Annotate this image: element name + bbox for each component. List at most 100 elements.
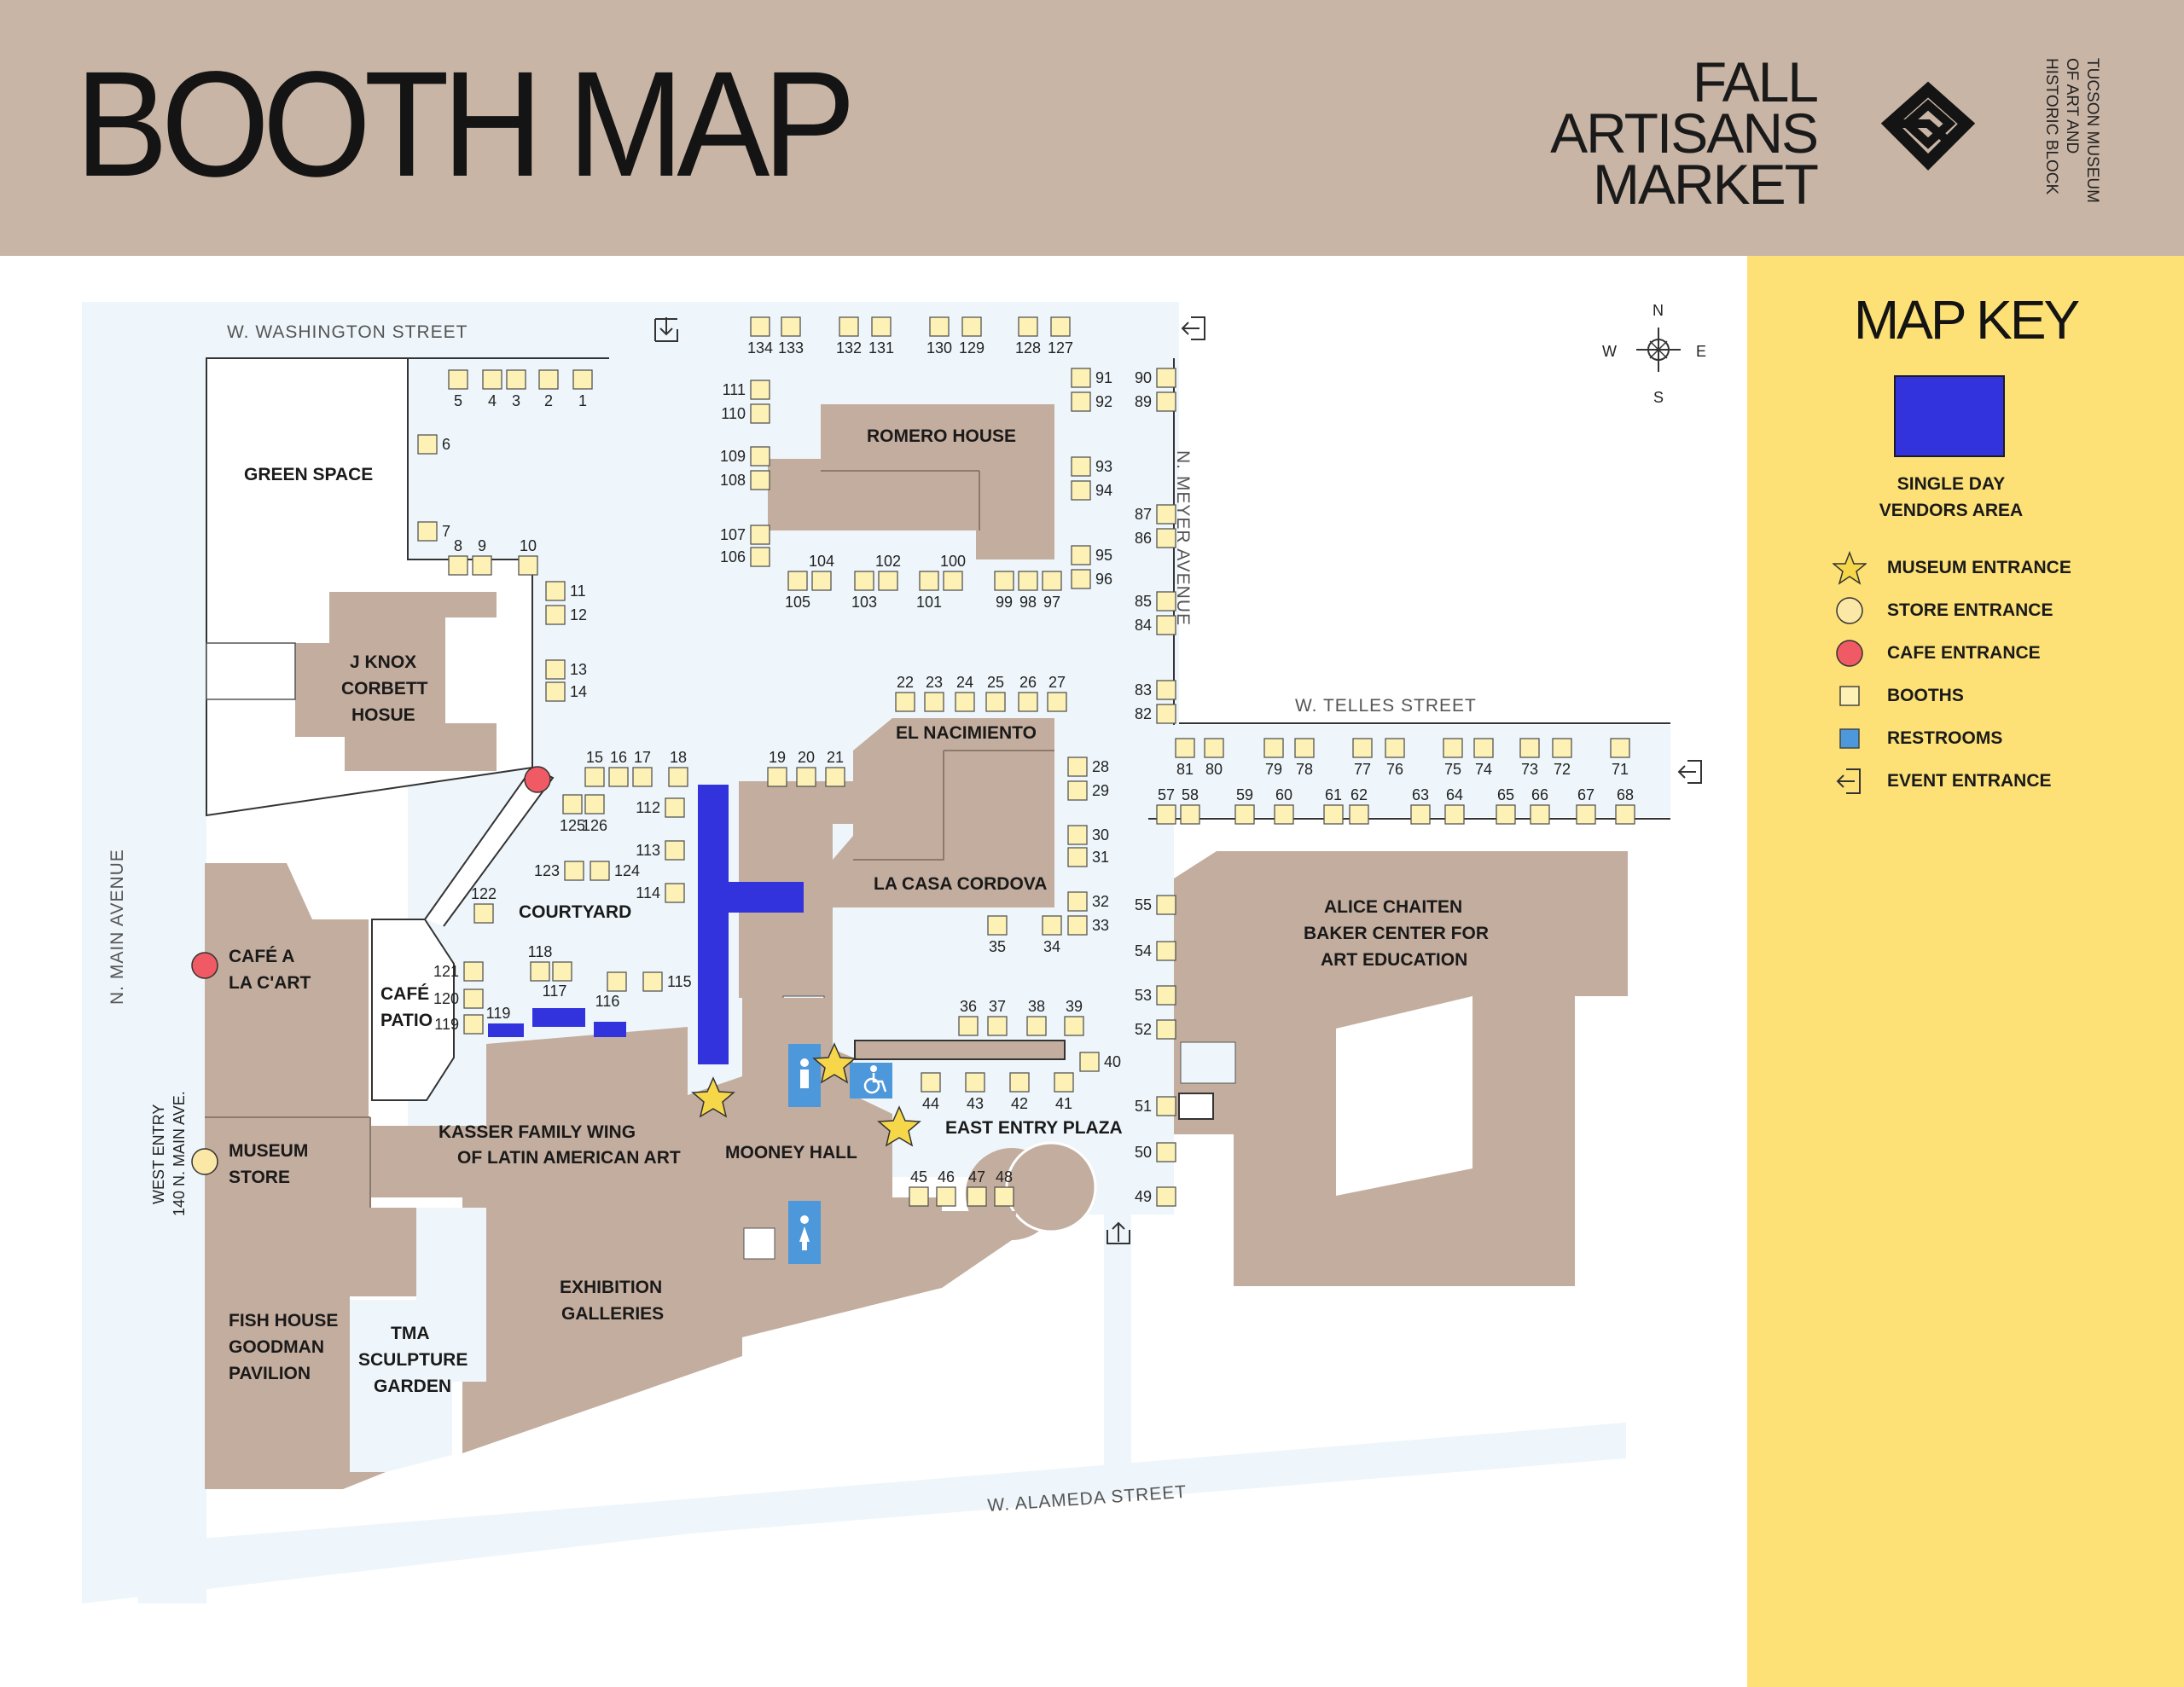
- booth[interactable]: [1156, 680, 1176, 700]
- booth[interactable]: [1156, 1096, 1176, 1116]
- booth[interactable]: [1050, 316, 1071, 337]
- booth[interactable]: [1156, 895, 1176, 915]
- booth[interactable]: [1156, 1142, 1176, 1162]
- booth[interactable]: [878, 571, 898, 591]
- booth[interactable]: [1175, 738, 1195, 758]
- cafe-entrance-icon[interactable]: [524, 766, 551, 793]
- booth[interactable]: [463, 1014, 484, 1035]
- booth[interactable]: [530, 961, 550, 982]
- event-entrance-icon[interactable]: [1181, 316, 1205, 340]
- booth[interactable]: [572, 369, 593, 390]
- booth[interactable]: [1156, 528, 1176, 548]
- booth[interactable]: [1234, 804, 1255, 825]
- booth[interactable]: [1156, 704, 1176, 724]
- booth[interactable]: [929, 316, 950, 337]
- booth[interactable]: [871, 316, 892, 337]
- booth[interactable]: [1156, 941, 1176, 961]
- booth[interactable]: [1323, 804, 1344, 825]
- booth[interactable]: [1047, 692, 1067, 712]
- booth[interactable]: [781, 316, 801, 337]
- booth[interactable]: [987, 915, 1008, 936]
- booth[interactable]: [608, 767, 629, 787]
- restroom-women-icon[interactable]: [788, 1201, 821, 1264]
- booth[interactable]: [607, 971, 627, 992]
- booth[interactable]: [1018, 571, 1038, 591]
- booth[interactable]: [1385, 738, 1405, 758]
- booth[interactable]: [1473, 738, 1494, 758]
- restroom-men-icon[interactable]: [788, 1044, 821, 1107]
- booth[interactable]: [545, 659, 566, 680]
- booth[interactable]: [796, 767, 816, 787]
- booth[interactable]: [1071, 569, 1091, 589]
- booth[interactable]: [642, 971, 663, 992]
- booth[interactable]: [1180, 804, 1200, 825]
- booth[interactable]: [955, 692, 975, 712]
- booth[interactable]: [1443, 738, 1463, 758]
- booth[interactable]: [967, 1186, 987, 1207]
- booth[interactable]: [1042, 915, 1062, 936]
- booth[interactable]: [750, 403, 770, 424]
- booth[interactable]: [985, 692, 1006, 712]
- booth[interactable]: [994, 1186, 1014, 1207]
- booth[interactable]: [1274, 804, 1294, 825]
- booth[interactable]: [1067, 915, 1088, 936]
- booth[interactable]: [1156, 804, 1176, 825]
- booth[interactable]: [562, 794, 583, 815]
- museum-entrance-star-icon[interactable]: [691, 1076, 735, 1118]
- booth[interactable]: [1156, 391, 1176, 412]
- booth[interactable]: [924, 692, 944, 712]
- booth[interactable]: [919, 571, 939, 591]
- booth[interactable]: [909, 1186, 929, 1207]
- booth[interactable]: [936, 1186, 956, 1207]
- booth[interactable]: [943, 571, 963, 591]
- booth[interactable]: [958, 1016, 979, 1036]
- booth[interactable]: [1067, 825, 1088, 845]
- booth[interactable]: [1156, 1186, 1176, 1207]
- booth[interactable]: [1071, 368, 1091, 388]
- event-entrance-icon[interactable]: [1677, 760, 1702, 784]
- booth[interactable]: [1067, 780, 1088, 801]
- booth[interactable]: [1615, 804, 1635, 825]
- museum-entrance-star-icon[interactable]: [877, 1105, 921, 1147]
- booth[interactable]: [750, 525, 770, 545]
- booth[interactable]: [965, 1072, 985, 1093]
- booth[interactable]: [463, 988, 484, 1009]
- booth[interactable]: [417, 521, 438, 542]
- booth[interactable]: [473, 903, 494, 924]
- booth[interactable]: [1519, 738, 1540, 758]
- booth[interactable]: [1071, 545, 1091, 565]
- event-entrance-icon[interactable]: [654, 317, 678, 342]
- booth[interactable]: [895, 692, 915, 712]
- booth[interactable]: [1067, 891, 1088, 912]
- booth[interactable]: [1349, 804, 1369, 825]
- booth[interactable]: [665, 840, 685, 861]
- cafe-entrance-icon[interactable]: [191, 952, 218, 979]
- booth[interactable]: [1610, 738, 1630, 758]
- booth[interactable]: [538, 369, 559, 390]
- booth[interactable]: [1263, 738, 1284, 758]
- booth[interactable]: [545, 581, 566, 601]
- booth[interactable]: [767, 767, 787, 787]
- booth[interactable]: [545, 605, 566, 625]
- booth[interactable]: [545, 681, 566, 702]
- booth[interactable]: [839, 316, 859, 337]
- booth[interactable]: [590, 861, 610, 881]
- booth[interactable]: [1026, 1016, 1047, 1036]
- booth[interactable]: [987, 1016, 1008, 1036]
- booth[interactable]: [750, 446, 770, 467]
- booth[interactable]: [1444, 804, 1465, 825]
- booth[interactable]: [506, 369, 526, 390]
- booth[interactable]: [665, 883, 685, 903]
- booth[interactable]: [632, 767, 653, 787]
- booth[interactable]: [1071, 456, 1091, 477]
- booth[interactable]: [448, 369, 468, 390]
- booth[interactable]: [1552, 738, 1572, 758]
- booth[interactable]: [1410, 804, 1431, 825]
- booth[interactable]: [463, 961, 484, 982]
- booth[interactable]: [665, 797, 685, 818]
- booth[interactable]: [1018, 316, 1038, 337]
- booth[interactable]: [1042, 571, 1062, 591]
- booth[interactable]: [1156, 368, 1176, 388]
- booth[interactable]: [750, 380, 770, 400]
- museum-entrance-star-icon[interactable]: [812, 1042, 857, 1084]
